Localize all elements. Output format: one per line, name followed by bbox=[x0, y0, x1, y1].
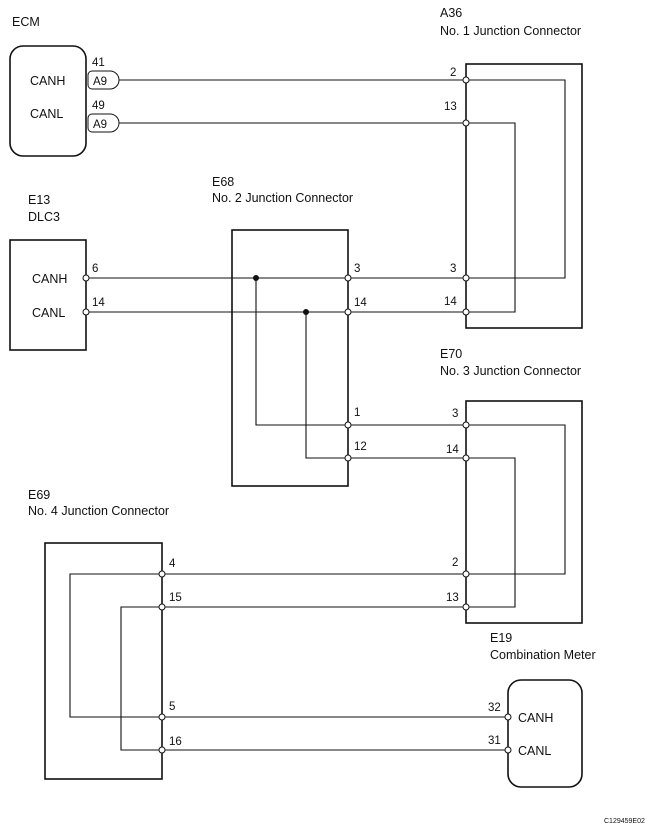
ecm-connector-canh-label: A9 bbox=[93, 76, 107, 88]
e70-pin-label: 3 bbox=[452, 408, 458, 420]
terminal-a36-13 bbox=[462, 119, 470, 127]
e69-pin-label: 4 bbox=[169, 558, 176, 570]
wire-e69-loop-canh bbox=[69, 573, 162, 718]
wire-e69-loop-canl bbox=[120, 606, 162, 751]
terminal-e69-16 bbox=[158, 746, 166, 754]
e19-pin-canl: 31 bbox=[488, 735, 501, 747]
e19-pin-canh: 32 bbox=[488, 702, 501, 714]
dlc3-name: DLC3 bbox=[28, 210, 60, 224]
e68-name: No. 2 Junction Connector bbox=[212, 191, 353, 205]
a36-pin-label: 3 bbox=[450, 263, 456, 275]
e19-canl-label: CANL bbox=[518, 744, 551, 758]
e69-pin-label: 16 bbox=[169, 736, 182, 748]
e70-pin-label: 2 bbox=[452, 557, 458, 569]
terminal-e68-14 bbox=[344, 308, 352, 316]
ecm-box bbox=[9, 45, 87, 157]
ecm-pin-canh: 41 bbox=[92, 57, 105, 69]
wire-a36-loop-canl bbox=[466, 122, 516, 313]
a36-connector-box bbox=[465, 63, 583, 329]
e69-name: No. 4 Junction Connector bbox=[28, 504, 169, 518]
ecm-connector-tag-canl bbox=[87, 113, 120, 133]
combination-meter-box bbox=[507, 679, 583, 788]
e68-pin-label: 1 bbox=[354, 407, 360, 419]
ecm-title: ECM bbox=[12, 15, 40, 29]
terminal-a36-14 bbox=[462, 308, 470, 316]
wire-e70-loop-canl bbox=[466, 457, 516, 608]
dlc3-box bbox=[9, 239, 87, 351]
a36-pin-label: 2 bbox=[450, 67, 456, 79]
ecm-canl-label: CANL bbox=[30, 107, 63, 121]
wire-e68-splice-canh bbox=[255, 278, 348, 426]
e68-pin-label: 12 bbox=[354, 441, 367, 453]
terminal-e68-3 bbox=[344, 274, 352, 282]
e70-pin-label: 14 bbox=[446, 444, 459, 456]
dlc3-pin-canh: 6 bbox=[92, 263, 98, 275]
dlc3-code: E13 bbox=[28, 193, 50, 207]
dlc3-canh-label: CANH bbox=[32, 272, 67, 286]
e19-canh-label: CANH bbox=[518, 711, 553, 725]
e68-code: E68 bbox=[212, 175, 234, 189]
dlc3-pin-canl: 14 bbox=[92, 297, 105, 309]
terminal-e69-5 bbox=[158, 713, 166, 721]
e19-name: Combination Meter bbox=[490, 648, 596, 662]
terminal-e68-12 bbox=[344, 454, 352, 462]
e68-pin-label: 14 bbox=[354, 297, 367, 309]
e70-code: E70 bbox=[440, 347, 462, 361]
e68-pin-label: 3 bbox=[354, 263, 360, 275]
terminals bbox=[82, 76, 512, 754]
terminal-dlc3-14 bbox=[82, 308, 90, 316]
terminal-dlc3-6 bbox=[82, 274, 90, 282]
e69-pin-label: 5 bbox=[169, 701, 175, 713]
e19-code: E19 bbox=[490, 631, 512, 645]
splice-dot-canh bbox=[253, 275, 259, 281]
terminal-e70-14 bbox=[462, 454, 470, 462]
a36-name: No. 1 Junction Connector bbox=[440, 24, 581, 38]
ecm-connector-tag-canh bbox=[87, 70, 120, 90]
e69-connector-box bbox=[44, 542, 163, 780]
figure-reference: C129459E02 bbox=[604, 818, 645, 825]
a36-pin-label: 13 bbox=[444, 101, 457, 113]
terminal-e69-15 bbox=[158, 603, 166, 611]
a36-pin-label: 14 bbox=[444, 296, 457, 308]
terminal-a36-3 bbox=[462, 274, 470, 282]
e70-name: No. 3 Junction Connector bbox=[440, 364, 581, 378]
e70-pin-label: 13 bbox=[446, 592, 459, 604]
terminal-e69-4 bbox=[158, 570, 166, 578]
e68-connector-box bbox=[231, 229, 349, 487]
terminal-a36-2 bbox=[462, 76, 470, 84]
e70-connector-box bbox=[465, 400, 583, 624]
ecm-connector-canl-label: A9 bbox=[93, 119, 107, 131]
terminal-e70-2 bbox=[462, 570, 470, 578]
dlc3-canl-label: CANL bbox=[32, 306, 65, 320]
e69-pin-label: 15 bbox=[169, 592, 182, 604]
terminal-e68-1 bbox=[344, 421, 352, 429]
terminal-e70-3 bbox=[462, 421, 470, 429]
terminal-e70-13 bbox=[462, 603, 470, 611]
splice-dot-canl bbox=[303, 309, 309, 315]
terminal-e19-32 bbox=[504, 713, 512, 721]
wire-e68-splice-canl bbox=[305, 312, 348, 459]
ecm-canh-label: CANH bbox=[30, 74, 65, 88]
a36-code: A36 bbox=[440, 6, 462, 20]
e69-code: E69 bbox=[28, 488, 50, 502]
ecm-pin-canl: 49 bbox=[92, 100, 105, 112]
terminal-e19-31 bbox=[504, 746, 512, 754]
